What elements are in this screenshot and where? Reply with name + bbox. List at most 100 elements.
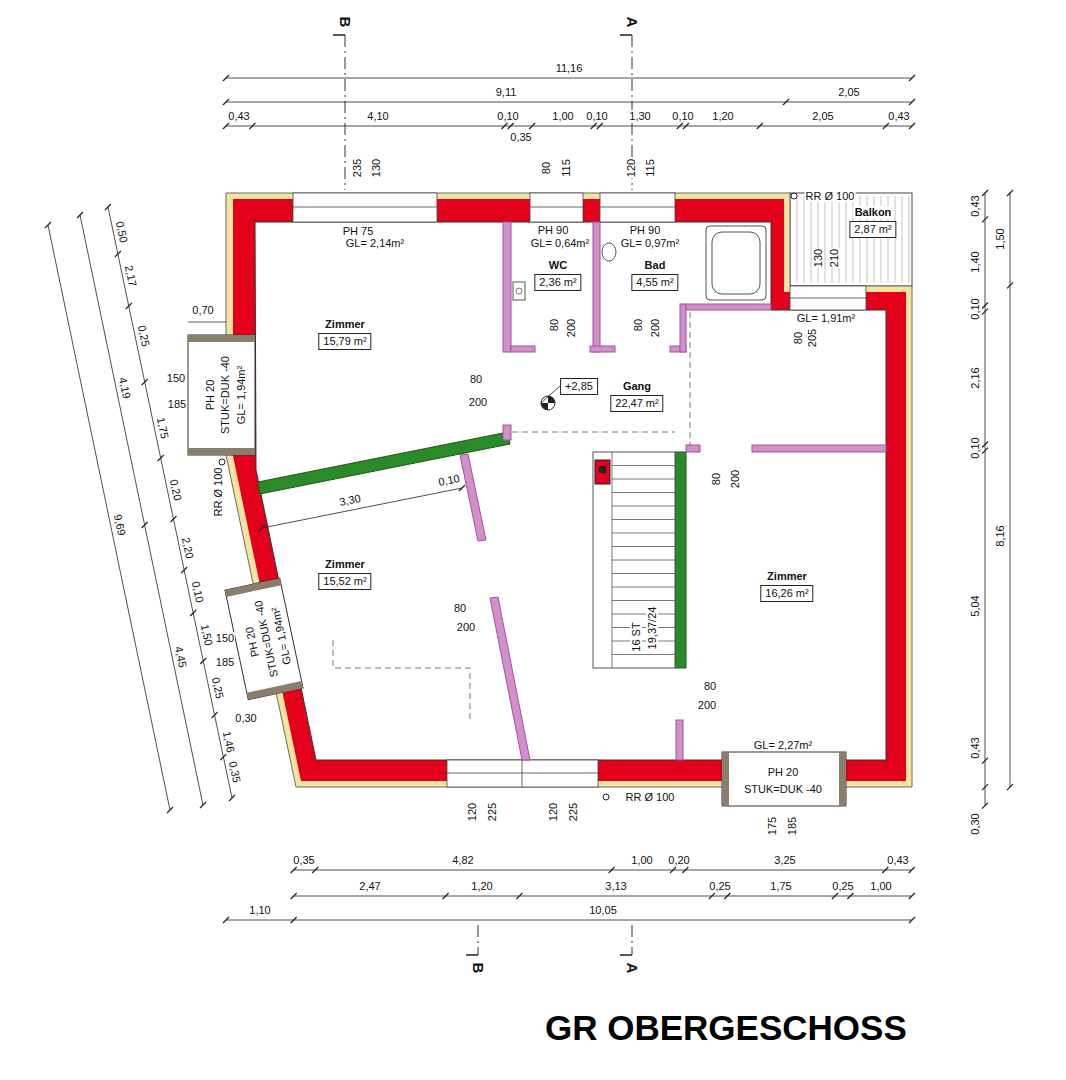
partition-wall	[686, 445, 700, 452]
dimension-tick	[1007, 190, 1013, 196]
room-name: Balkon	[854, 206, 893, 219]
section-mark	[466, 954, 478, 956]
dormer	[188, 335, 255, 455]
room-label: Zimmer16,26 m²	[760, 570, 813, 602]
plan-label: 200	[729, 469, 741, 489]
stair-tread	[612, 641, 675, 642]
room-area: 22,47 m²	[610, 395, 663, 412]
dimension-tick	[709, 893, 715, 899]
room-label: Zimmer15,79 m²	[318, 318, 371, 350]
plan-label: STUK=DUK -40	[743, 783, 823, 795]
plan-label: 1,50	[994, 227, 1006, 250]
dimension-tick	[609, 867, 615, 873]
plan-label: 0,25	[708, 880, 731, 892]
dimension-tick	[77, 212, 83, 218]
plan-label: 0,10	[585, 110, 608, 122]
toilet	[602, 243, 616, 261]
plan-label: 0,43	[969, 194, 981, 217]
room-name: Gang	[622, 380, 652, 393]
plan-label: 80	[632, 318, 644, 332]
dimension-tick	[181, 567, 187, 573]
dimension-tick	[212, 712, 218, 718]
plan-label: 1,00	[551, 110, 574, 122]
plan-label: 130	[370, 158, 382, 178]
plan-label: 80	[703, 680, 717, 692]
plan-label: PH 90	[629, 224, 662, 236]
dimension-line	[226, 78, 912, 79]
stair-tread	[612, 573, 675, 574]
dimension-tick	[167, 807, 173, 813]
dimension-tick	[677, 123, 683, 129]
plan-label: 0,20	[168, 477, 185, 502]
dimension-line	[294, 896, 912, 897]
deck-board	[846, 196, 847, 283]
dimension-tick	[45, 222, 51, 228]
deck-board	[909, 196, 910, 283]
plan-label: 9,69	[112, 512, 129, 537]
room-name: Zimmer	[324, 558, 366, 571]
stair-tread	[612, 654, 675, 655]
dimension-tick	[249, 123, 255, 129]
plan-label: 8,16	[994, 524, 1006, 547]
plan-label: 210	[828, 248, 840, 268]
dimension-tick	[443, 893, 449, 899]
room-area: 2,36 m²	[534, 274, 581, 291]
dimension-tick	[459, 485, 465, 491]
plan-label: 0,35	[227, 759, 244, 784]
dimension-tick	[291, 893, 297, 899]
stair-tread	[612, 533, 675, 534]
dormer	[225, 578, 303, 699]
balcony-deck	[790, 193, 912, 286]
partition-wall	[686, 304, 771, 310]
dimension-tick	[783, 99, 789, 105]
deck-board	[818, 196, 819, 283]
plan-label: 120	[466, 802, 478, 822]
dimension-tick	[982, 216, 988, 222]
dimension-tick	[229, 795, 235, 801]
partition-wall	[490, 597, 530, 760]
plan-label: 1,10	[248, 904, 271, 916]
stair-tread	[612, 519, 675, 520]
plan-label: 0,43	[887, 110, 910, 122]
plan-label: 1,75	[155, 415, 172, 440]
dimension-tick	[982, 784, 988, 790]
plan-label: 0,25	[831, 880, 854, 892]
section-letter: B	[337, 16, 354, 29]
dimension-tick	[670, 867, 676, 873]
plan-label: PH 20	[204, 379, 216, 412]
plan-label: 16 ST	[630, 621, 642, 652]
plan-label: 0,25	[136, 323, 153, 348]
dimension-tick	[1007, 784, 1013, 790]
dimension-tick	[682, 867, 688, 873]
plan-label: 150	[166, 372, 186, 384]
room-area: 15,52 m²	[318, 573, 371, 590]
dimension-tick	[982, 309, 988, 315]
plan-label: 0,43	[969, 736, 981, 759]
plan-label: 0,20	[667, 854, 690, 866]
plan-label: 3,25	[773, 854, 796, 866]
dimension-line	[226, 126, 912, 127]
plan-label: GL= 2,14m²	[345, 237, 405, 249]
dimension-tick	[847, 893, 853, 899]
window-glass	[447, 773, 598, 774]
plan-label: GL= 1,91m²	[796, 312, 856, 324]
dimension-tick	[982, 803, 988, 809]
dimension-tick	[909, 99, 915, 105]
rain-pipe	[219, 459, 225, 465]
plan-label: RR Ø 100	[805, 190, 856, 202]
plan-label: 175	[766, 816, 778, 836]
rain-pipe	[603, 794, 609, 800]
partition-wall	[460, 454, 486, 541]
leader-line	[188, 322, 226, 323]
room-name: WC	[548, 259, 568, 272]
dimension-tick	[724, 893, 730, 899]
room-label: Balkon2,87 m²	[849, 206, 896, 238]
stair-treads	[612, 452, 675, 668]
plan-label: 0,50	[114, 219, 131, 244]
washbasin	[513, 282, 525, 300]
stair-tread	[612, 546, 675, 547]
dormer-group	[225, 578, 303, 699]
plan-label: RR Ø 100	[212, 467, 224, 518]
dormer-cheek	[225, 578, 281, 596]
